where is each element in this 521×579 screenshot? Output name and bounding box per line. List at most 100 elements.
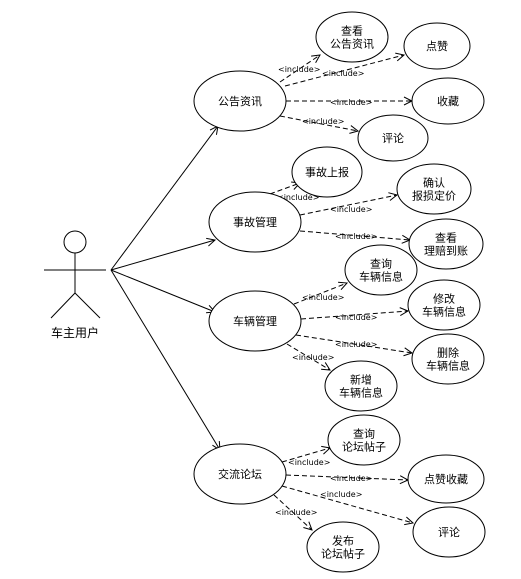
use-case-like-collect: 点赞收藏	[407, 454, 485, 504]
include-collect-label: <include>	[330, 98, 372, 107]
use-case-forum: 交流论坛	[193, 443, 287, 505]
use-case-label: 报损定价	[412, 189, 456, 203]
use-case-like: 点赞	[403, 22, 471, 70]
use-case-ellipse	[208, 191, 302, 253]
include-delete-vehicle	[295, 334, 412, 353]
use-case-ellipse	[193, 443, 287, 505]
use-case-ellipse	[327, 414, 401, 466]
use-case-ellipse	[306, 521, 380, 573]
use-case-ellipse	[357, 114, 429, 162]
use-case-label: 论坛帖子	[342, 440, 386, 454]
include-view-announcement	[279, 55, 320, 83]
use-case-ellipse	[412, 506, 486, 558]
actor-right-leg	[74, 292, 101, 319]
use-case-label: 车辆信息	[426, 359, 470, 373]
use-case-vehicle: 车辆管理	[208, 290, 302, 352]
use-case-label: 修改	[433, 292, 455, 306]
include-view-claim-label: <include>	[335, 232, 377, 241]
actor-left-leg	[50, 292, 76, 319]
use-case-label: 车辆管理	[233, 314, 277, 328]
include-like-collect	[285, 474, 408, 480]
use-case-ellipse	[407, 279, 481, 331]
include-publish-post-label: <include>	[275, 508, 317, 517]
use-case-accident-report: 事故上报	[291, 146, 363, 198]
use-case-ellipse	[407, 454, 485, 504]
include-accident-report	[269, 183, 300, 195]
include-confirm-price	[299, 195, 397, 216]
use-case-collect: 收藏	[411, 77, 485, 125]
include-query-post	[281, 448, 330, 463]
use-case-label: 确认	[423, 177, 445, 190]
use-case-label: 查询	[353, 427, 375, 441]
use-case-label: 交流论坛	[218, 467, 262, 481]
use-case-ellipse	[411, 333, 485, 385]
use-case-label: 点赞收藏	[424, 472, 468, 486]
include-comment-b	[281, 485, 413, 523]
use-case-ellipse	[291, 146, 363, 198]
include-modify-vehicle	[300, 311, 408, 320]
actor-label: 车主用户	[51, 325, 99, 340]
use-case-label: 删除	[437, 346, 459, 360]
use-case-label: 收藏	[437, 94, 459, 108]
association-forum	[110, 269, 220, 450]
use-case-ellipse	[193, 70, 287, 132]
include-comment-a-label: <include>	[302, 117, 344, 126]
use-case-comment-b: 评论	[412, 506, 486, 558]
use-case-ellipse	[324, 360, 398, 412]
use-case-accident: 事故管理	[208, 191, 302, 253]
use-case-label: 公告资讯	[330, 38, 374, 51]
include-query-vehicle-label: <include>	[302, 293, 344, 302]
use-case-label: 查看	[341, 24, 363, 38]
use-case-label: 发布	[332, 534, 354, 548]
use-case-ellipse	[408, 218, 484, 270]
use-case-label: 理赔到账	[424, 244, 468, 258]
include-query-vehicle	[293, 283, 347, 305]
use-case-label: 评论	[382, 131, 404, 145]
include-comment-a	[279, 115, 358, 131]
use-case-label: 事故管理	[233, 215, 277, 229]
actor-head	[63, 230, 87, 254]
include-query-post-label: <include>	[288, 458, 330, 467]
use-case-label: 车辆信息	[422, 305, 466, 319]
include-accident-report-label: <include>	[277, 193, 319, 202]
actor-car-owner: 车主用户	[44, 230, 106, 340]
use-case-label: 查看	[435, 231, 457, 245]
association-announcement	[110, 126, 218, 271]
include-confirm-price-label: <include>	[330, 205, 372, 214]
include-comment-b-label: <include>	[320, 490, 362, 499]
include-publish-post	[273, 494, 312, 530]
include-add-vehicle-label: <include>	[292, 353, 334, 362]
include-view-claim	[299, 230, 410, 240]
use-case-label: 评论	[438, 525, 460, 539]
use-case-comment-a: 评论	[357, 114, 429, 162]
use-case-label: 查询	[370, 257, 392, 271]
use-case-label: 公告资讯	[218, 95, 262, 108]
edges: <include><include><include><include><inc…	[110, 55, 413, 530]
use-case-ellipse	[403, 22, 471, 70]
use-case-label: 新增	[350, 373, 372, 387]
association-accident	[110, 240, 215, 271]
use-case-ellipse	[208, 290, 302, 352]
use-case-ellipse	[396, 163, 472, 215]
use-case-label: 点赞	[426, 40, 448, 53]
use-case-ellipse	[344, 244, 418, 296]
nodes: 公告资讯查看公告资讯点赞收藏评论事故管理事故上报确认报损定价查看理赔到账车辆管理…	[193, 11, 486, 573]
include-delete-vehicle-label: <include>	[335, 340, 377, 349]
use-case-ellipse	[315, 11, 389, 63]
use-case-ellipse	[411, 77, 485, 125]
include-modify-vehicle-label: <include>	[335, 313, 377, 322]
use-case-label: 车辆信息	[359, 270, 403, 284]
use-case-label: 论坛帖子	[321, 547, 365, 561]
use-case-label: 车辆信息	[339, 386, 383, 400]
include-view-announcement-label: <include>	[278, 65, 320, 74]
